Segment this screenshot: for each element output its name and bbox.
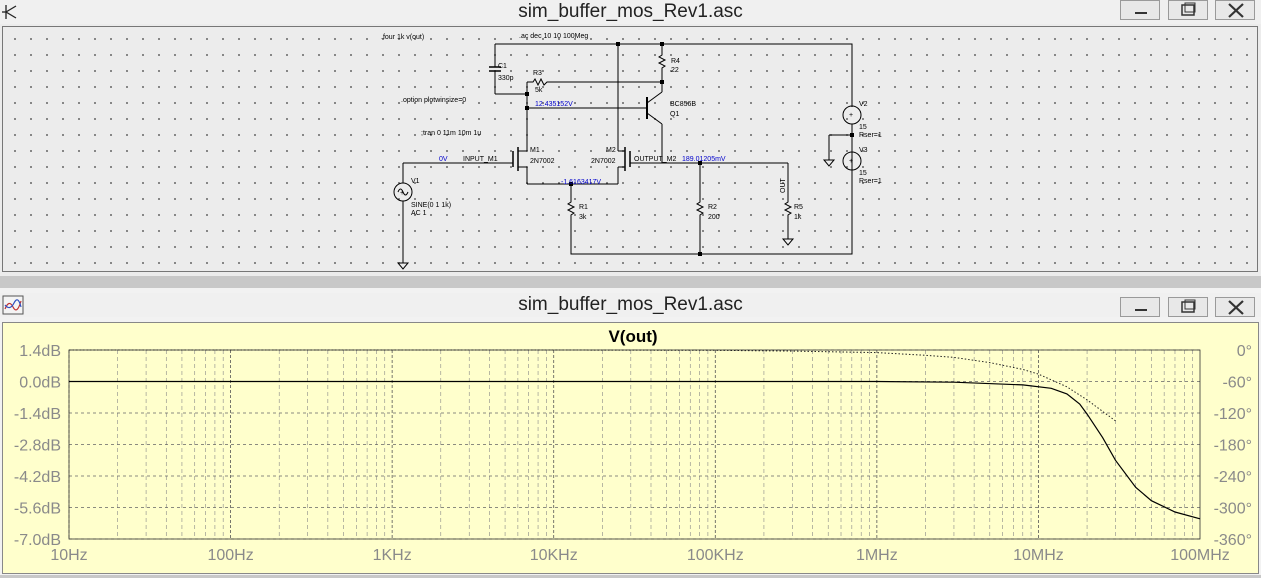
v2-value[interactable]: 15: [859, 124, 867, 131]
q1-model[interactable]: BC856B: [670, 101, 696, 108]
voltage-source: -1.6163417V: [561, 179, 601, 186]
y-left-tick-label: -5.6dB: [14, 501, 61, 518]
voltage-output: 189.01205mV: [682, 156, 726, 163]
x-tick-label: 10KHz: [530, 547, 578, 564]
r1-value[interactable]: 3k: [579, 214, 587, 221]
m1-model[interactable]: 2N7002: [530, 158, 555, 165]
y-left-tick-label: 0.0dB: [19, 375, 61, 392]
magnitude-trace[interactable]: [69, 380, 1201, 520]
plot-window: sim_buffer_mos_Rev1.asc V(out) 1.4dB 0.0d…: [0, 288, 1261, 575]
x-tick-label: 1KHz: [373, 547, 412, 564]
y-right-tick-label: -300°: [1214, 501, 1252, 518]
r5-value[interactable]: 1k: [794, 214, 802, 221]
plot-minimize-button[interactable]: [1120, 297, 1160, 317]
x-tick-label: 1MHz: [856, 547, 898, 564]
y-right-tick-label: -180°: [1214, 438, 1252, 455]
y-right-tick-label: -240°: [1214, 469, 1252, 486]
plot-canvas[interactable]: V(out) 1.4dB 0.0dB -1.4dB -2.8dB -4.2dB -5.6d…: [2, 322, 1259, 574]
x-tick-label: 100Hz: [207, 547, 253, 564]
plot-frame: [68, 349, 1201, 540]
r4-value[interactable]: 22: [671, 67, 679, 74]
m2-name[interactable]: M2: [606, 147, 616, 154]
schematic-window-title: sim_buffer_mos_Rev1.asc: [518, 1, 743, 22]
close-icon: [1228, 3, 1244, 18]
plot-maximize-button[interactable]: [1168, 297, 1208, 317]
directive-ac[interactable]: .ac dec 10 10 100Meg: [519, 33, 588, 40]
minimize-icon: [1135, 309, 1147, 311]
r1-name[interactable]: R1: [579, 204, 588, 211]
x-tick-label: 10Hz: [50, 547, 87, 564]
m2-model[interactable]: 2N7002: [591, 158, 616, 165]
plot-titlebar: sim_buffer_mos_Rev1.asc: [0, 293, 1261, 317]
directive-four[interactable]: .four 1k v(out): [381, 34, 424, 41]
plot-grid: [68, 349, 1201, 540]
svg-text:+: +: [849, 112, 853, 119]
waveform-app-icon: [2, 295, 24, 315]
minimize-button[interactable]: [1120, 0, 1160, 20]
voltage-input: 0V: [439, 156, 448, 163]
plot-window-title: sim_buffer_mos_Rev1.asc: [518, 294, 743, 315]
m1-name[interactable]: M1: [530, 147, 540, 154]
schematic-titlebar: sim_buffer_mos_Rev1.asc: [0, 0, 1261, 24]
schematic-window: sim_buffer_mos_Rev1.asc: [0, 0, 1261, 276]
c1-name[interactable]: C1: [498, 63, 507, 70]
maximize-button[interactable]: [1168, 0, 1208, 20]
bode-plot[interactable]: V(out) 1.4dB 0.0dB -1.4dB -2.8dB -4.2dB -5.6d…: [3, 323, 1258, 573]
net-label-out[interactable]: OUT: [780, 178, 787, 194]
v2-name[interactable]: V2: [859, 101, 868, 108]
plot-traces: [69, 349, 1201, 520]
directive-tran[interactable]: ;tran 0 11m 10m 1u: [421, 130, 481, 137]
y-right-tick-label: -360°: [1214, 532, 1252, 549]
v3-rser[interactable]: Rser=1: [859, 178, 882, 185]
r4-name[interactable]: R4: [671, 58, 680, 65]
voltage-base: 12.435152V: [535, 101, 573, 108]
net-label-output[interactable]: OUTPUT_M2: [634, 156, 677, 163]
r2-name[interactable]: R2: [708, 204, 717, 211]
directive-option[interactable]: .option plotwinsize=0: [401, 97, 466, 104]
q1-name[interactable]: Q1: [670, 111, 679, 118]
r3-name[interactable]: R3: [533, 70, 542, 77]
plot-close-button[interactable]: [1215, 297, 1255, 317]
plot-axes: 1.4dB 0.0dB -1.4dB -2.8dB -4.2dB -5.6dB -7.0dB…: [14, 343, 1252, 564]
close-icon: [1228, 300, 1244, 315]
y-right-tick-label: -120°: [1214, 406, 1252, 423]
minimize-icon: [1135, 12, 1147, 14]
y-left-tick-label: -2.8dB: [14, 438, 61, 455]
svg-text:+: +: [400, 190, 404, 197]
y-left-tick-label: -1.4dB: [14, 406, 61, 423]
restore-icon: [1181, 299, 1196, 313]
y-right-tick-label: -60°: [1222, 375, 1252, 392]
v1-ac[interactable]: AC 1: [411, 210, 427, 217]
y-left-tick-label: 1.4dB: [19, 343, 61, 360]
net-label-input[interactable]: INPUT_M1: [463, 156, 498, 163]
schematic-canvas[interactable]: + + + .four 1k v(out) .ac dec 10 10 100M…: [2, 26, 1258, 272]
v3-value[interactable]: 15: [859, 170, 867, 177]
r3-value[interactable]: 5k: [535, 87, 543, 94]
phase-trace[interactable]: [69, 349, 1116, 422]
wire-junctions: [525, 42, 854, 256]
restore-icon: [1181, 2, 1196, 16]
schematic-drawing: + + + .four 1k v(out) .ac dec 10 10 100M…: [381, 33, 882, 270]
y-left-tick-label: -7.0dB: [14, 532, 61, 549]
c1-value[interactable]: 330p: [498, 75, 514, 82]
y-right-tick-label: 0°: [1237, 343, 1252, 360]
schematic-app-icon: [2, 5, 17, 19]
x-tick-label: 100KHz: [687, 547, 744, 564]
v3-name[interactable]: V3: [859, 147, 868, 154]
svg-text:+: +: [849, 158, 853, 165]
x-tick-label: 10MHz: [1013, 547, 1064, 564]
trace-title[interactable]: V(out): [608, 327, 657, 346]
v2-rser[interactable]: Rser=1: [859, 132, 882, 139]
v1-value[interactable]: SINE(0 1 1k): [411, 202, 451, 209]
close-button[interactable]: [1215, 0, 1255, 20]
v1-name[interactable]: V1: [411, 178, 420, 185]
r5-name[interactable]: R5: [794, 204, 803, 211]
y-left-tick-label: -4.2dB: [14, 469, 61, 486]
x-tick-label: 100MHz: [1170, 547, 1230, 564]
wire-top-rail: [495, 43, 853, 107]
r2-value[interactable]: 200: [708, 214, 720, 221]
